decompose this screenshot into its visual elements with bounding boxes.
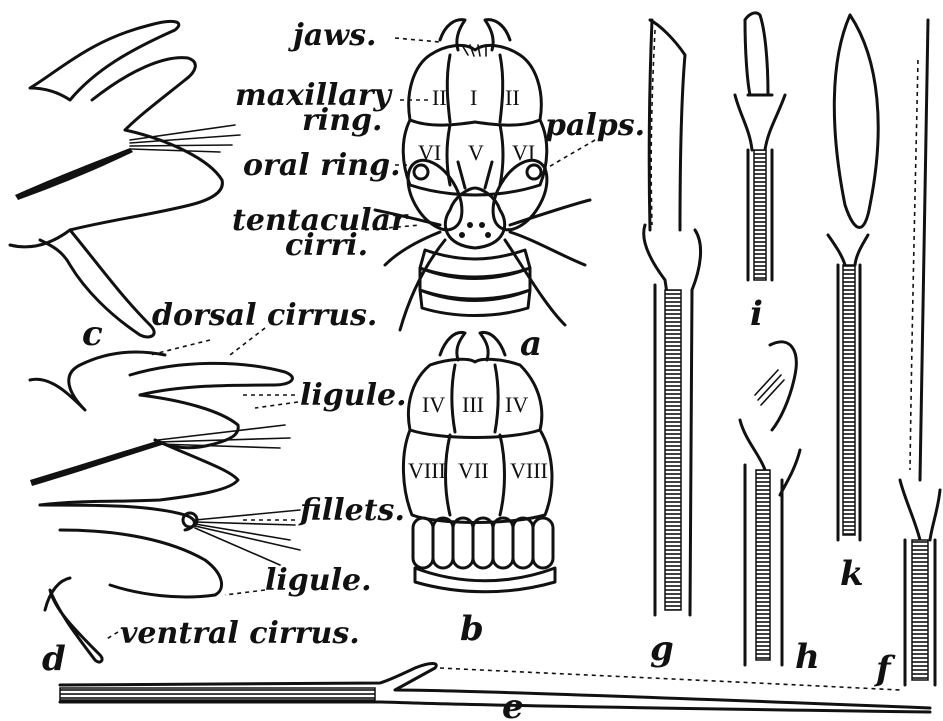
numeral-a-4: VI [418, 140, 441, 165]
numeral-b-2: III [462, 392, 484, 417]
label-dorsal-cirrus: dorsal cirrus. [152, 298, 377, 333]
numeral-a-5: V [468, 140, 484, 165]
proboscis-papillae [413, 518, 553, 568]
numeral-a-1: II [432, 85, 447, 110]
figure-c-parapodium [10, 21, 240, 337]
figure-letter-a: a [520, 324, 542, 364]
label-ligule-upper: ligule. [300, 378, 407, 413]
label-tentacular-cirri: cirri. [285, 228, 368, 263]
numeral-a-2: I [470, 85, 477, 110]
figure-h-seta [740, 342, 800, 665]
label-jaws: jaws. [288, 18, 376, 53]
label-ventral-cirrus: ventral cirrus. [120, 616, 360, 651]
figure-f-seta [900, 20, 940, 685]
figure-letter-b: b [460, 609, 484, 649]
figure-letter-e: e [502, 687, 524, 721]
label-fillets: fillets. [298, 493, 405, 528]
numeral-b-4: VIII [408, 458, 446, 483]
label-palps: palps. [545, 108, 645, 143]
figure-letter-k: k [840, 554, 864, 594]
numeral-a-3: II [505, 85, 520, 110]
label-maxillary-ring: ring. [302, 103, 382, 138]
figure-letter-g: g [650, 629, 674, 669]
figure-letter-i: i [750, 294, 763, 334]
label-oral-ring: oral ring. [243, 148, 401, 183]
figure-letter-c: c [82, 314, 103, 354]
figure-i-seta [735, 13, 785, 280]
numeral-a-6: VI [512, 140, 535, 165]
numeral-b-1: IV [422, 392, 445, 417]
figure-letter-f: f [874, 649, 896, 689]
figure-k-seta [828, 15, 878, 540]
figure-a-head [375, 20, 590, 330]
figure-g-seta [644, 20, 701, 615]
figure-letter-d: d [42, 639, 66, 679]
figure-letter-h: h [795, 637, 820, 677]
numeral-b-5: VII [458, 458, 489, 483]
numeral-b-3: IV [505, 392, 528, 417]
label-ligule-lower: ligule. [265, 563, 372, 598]
numeral-b-6: VIII [510, 458, 548, 483]
